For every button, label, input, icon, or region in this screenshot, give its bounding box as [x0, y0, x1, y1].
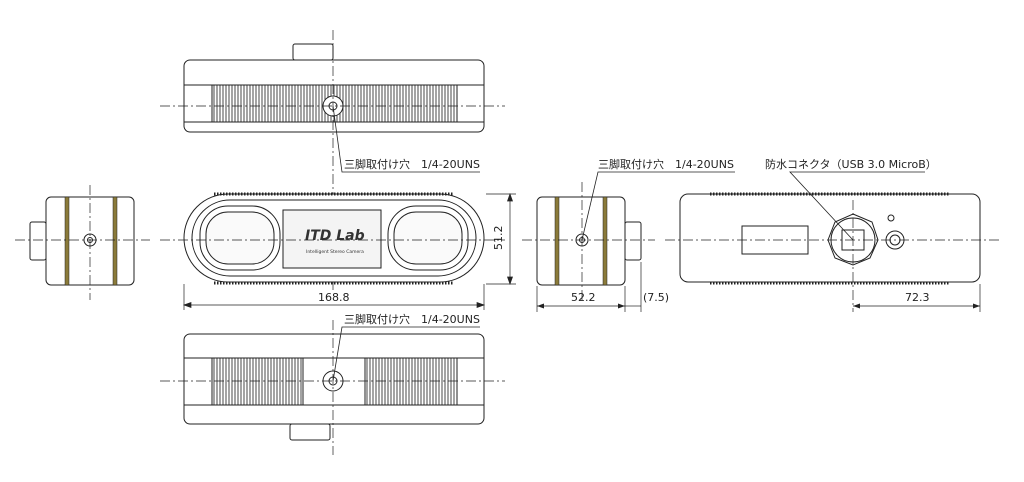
front-view: [183, 192, 485, 285]
left-lens-window: [199, 205, 281, 271]
brand-logo: ITD Lab: [305, 228, 365, 244]
right-view-band-2: [602, 196, 608, 286]
bottom-view: [160, 320, 505, 455]
logo-panel: [282, 209, 382, 269]
tripod-top-label: 三脚取付け穴 1/4-20UNS: [344, 157, 480, 171]
bottom-view-mount-boss: [289, 423, 331, 441]
left-side-view: [15, 185, 150, 300]
tripod-bottom-leader: [332, 326, 480, 382]
front-view-bezel: [191, 199, 477, 277]
tripod-side-label: 三脚取付け穴 1/4-20UNS: [598, 157, 734, 171]
right-view-lens-boss: [624, 221, 642, 261]
left-view-band-2: [112, 196, 118, 286]
width-dimension: 168.8: [318, 291, 350, 304]
left-view-band-1: [64, 196, 70, 286]
tripod-bottom-label: 三脚取付け穴 1/4-20UNS: [344, 312, 480, 326]
top-view: [160, 30, 505, 290]
connector-leader: [789, 171, 925, 241]
rear-view: [665, 171, 1000, 312]
right-lens-window: [387, 205, 469, 271]
connector-label: 防水コネクタ（USB 3.0 MicroB）: [765, 157, 937, 171]
left-view-lens-boss: [29, 221, 47, 261]
right-side-view: [522, 171, 735, 312]
brand-tagline: Intelligent Stereo Camera: [306, 249, 364, 255]
height-dimension: 51.2: [492, 226, 505, 251]
rear-led: [887, 214, 895, 222]
connector-offset-dimension: 72.3: [905, 291, 930, 304]
tripod-side-leader: [581, 171, 735, 241]
top-view-mount-boss: [292, 43, 334, 61]
tripod-top-leader: [332, 105, 480, 173]
connector-protrusion-dimension: (7.5): [643, 291, 669, 304]
depth-dimension: 52.2: [571, 291, 596, 304]
right-view-band-1: [554, 196, 560, 286]
